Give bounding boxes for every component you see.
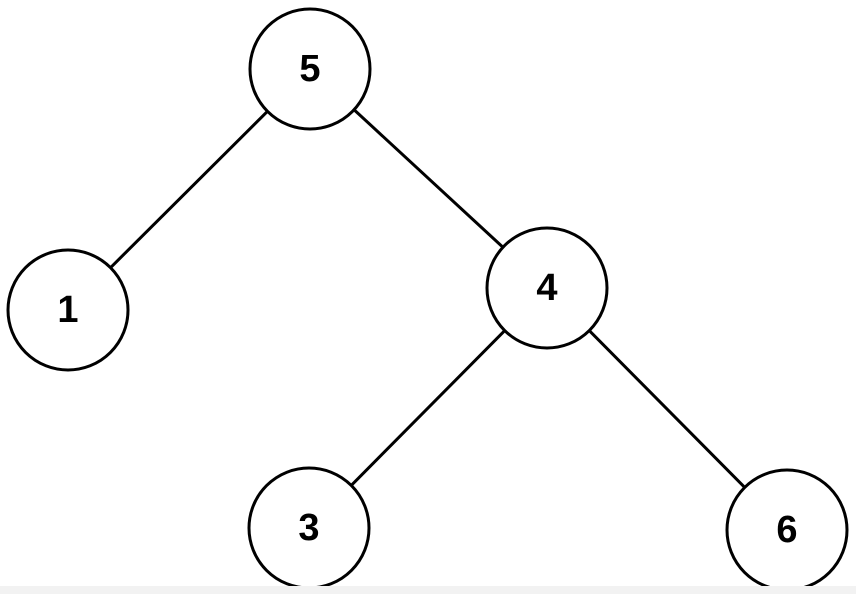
edge-n4-n3 <box>350 329 506 487</box>
nodes-layer: 5 1 4 3 6 <box>6 7 849 592</box>
tree-node-4: 4 <box>485 226 609 350</box>
node-circle <box>485 226 609 350</box>
edges-layer <box>109 108 746 489</box>
bottom-strip <box>0 586 856 594</box>
edge-n5-n4 <box>353 108 504 249</box>
node-label: 6 <box>776 509 797 551</box>
tree-node-3: 3 <box>247 466 371 590</box>
node-label: 3 <box>298 507 319 549</box>
tree-node-1: 1 <box>6 248 130 372</box>
edge-n5-n1 <box>109 110 269 269</box>
node-label: 5 <box>299 48 320 90</box>
node-circle <box>6 248 130 372</box>
tree-node-6: 6 <box>725 468 849 592</box>
node-label: 1 <box>57 289 78 331</box>
node-circle <box>248 7 372 131</box>
edge-n4-n6 <box>588 329 746 489</box>
tree-node-5: 5 <box>248 7 372 131</box>
node-label: 4 <box>536 267 557 309</box>
